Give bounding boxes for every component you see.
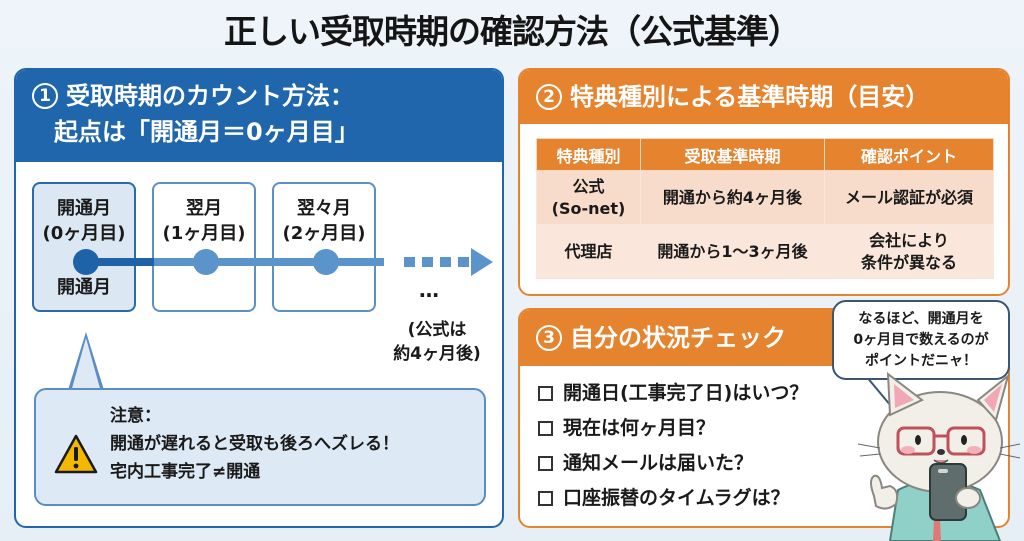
timeline-arrow-icon — [471, 248, 493, 276]
section-2-title: 特典種別による基準時期（目安） — [570, 83, 930, 111]
checkbox-icon[interactable] — [538, 421, 553, 436]
caution-text: 注意： 開通が遅れると受取も後ろへズレる！ 宅内工事完了≠開通 — [110, 402, 399, 486]
timeline-month-0: 開通月 (0ヶ月目) 開通月 — [32, 182, 136, 312]
timeline-ellipsis: … — [419, 278, 441, 302]
cell-line: 会社により — [869, 230, 949, 250]
checklist-label: 開通日(工事完了日)はいつ？ — [563, 382, 809, 404]
caution-heading: 注意： — [110, 406, 161, 426]
speech-line1: なるほど、開通月を — [858, 311, 984, 327]
page-title: 正しい受取時期の確認方法（公式基準） — [224, 12, 801, 51]
checklist-label: 通知メールは届いた？ — [563, 452, 754, 474]
caution-line1: 開通が遅れると受取も後ろへズレる！ — [110, 434, 399, 454]
checkbox-icon[interactable] — [538, 386, 553, 401]
timeline-month-2: 翌々月 (2ヶ月目) — [272, 182, 376, 312]
checkbox-icon[interactable] — [538, 491, 553, 506]
benefit-timing-table: 特典種別 受取基準時期 確認ポイント 公式 (So-net) 開通から約4ヶ月後… — [536, 138, 994, 279]
caution-pointer-fill — [71, 338, 101, 392]
timeline-dot-2 — [313, 249, 339, 275]
month-label: 翌々月 — [297, 198, 351, 219]
section-1-header: 1 受取時期のカウント方法： 起点は「開通月＝0ヶ月目」 — [16, 70, 502, 162]
official-note-line2: 約4ヶ月後) — [393, 344, 481, 364]
table-header: 確認ポイント — [824, 138, 994, 171]
month-sub: (0ヶ月目) — [42, 223, 126, 244]
timeline-line-start — [84, 258, 154, 266]
speech-line3: ポイントだニャ！ — [865, 353, 977, 369]
table-header: 受取基準時期 — [640, 138, 825, 171]
circled-number-2: 2 — [536, 84, 562, 110]
warning-icon — [54, 434, 98, 474]
checklist-item[interactable]: 口座振替のタイムラグは？ — [538, 481, 808, 516]
month-sub: (2ヶ月目) — [282, 223, 366, 244]
caution-line2: 宅内工事完了≠開通 — [110, 462, 261, 482]
timeline-line — [84, 258, 384, 266]
section-1-title-line2: 起点は「開通月＝0ヶ月目」 — [54, 118, 359, 146]
status-checklist: 開通日(工事完了日)はいつ？ 現在は何ヶ月目？ 通知メールは届いた？ 口座振替の… — [538, 376, 808, 516]
table-header-row: 特典種別 受取基準時期 確認ポイント — [536, 138, 994, 171]
caution-box: 注意： 開通が遅れると受取も後ろへズレる！ 宅内工事完了≠開通 — [34, 388, 486, 506]
section-1-title-line1: 受取時期のカウント方法： — [66, 82, 354, 110]
cell-line: 条件が異なる — [860, 252, 957, 272]
cell-line: 公式 — [572, 176, 605, 196]
timeline-dash — [458, 257, 469, 267]
timeline-month-1: 翌月 (1ヶ月目) — [152, 182, 256, 312]
table-cell-type: 代理店 — [536, 224, 641, 279]
checklist-item[interactable]: 開通日(工事完了日)はいつ？ — [538, 376, 808, 411]
timeline-dash — [404, 257, 415, 267]
official-note-line1: (公式は — [407, 320, 467, 340]
month-sub: (1ヶ月目) — [162, 223, 246, 244]
timeline-dash — [422, 257, 433, 267]
checklist-label: 口座振替のタイムラグは？ — [563, 487, 790, 509]
table-cell-timing: 開通から1〜3ヶ月後 — [640, 224, 825, 279]
table-cell-point: メール認証が必須 — [824, 170, 994, 225]
timeline-dot-1 — [193, 249, 219, 275]
month-label: 翌月 — [186, 198, 222, 219]
timeline-dash — [440, 257, 451, 267]
table-cell-type: 公式 (So-net) — [536, 170, 641, 225]
section-3-title: 自分の状況チェック — [570, 324, 786, 352]
month-bottom-label: 開通月 — [57, 277, 111, 298]
table-cell-timing: 開通から約4ヶ月後 — [640, 170, 825, 225]
circled-number-1: 1 — [32, 83, 58, 109]
checklist-label: 現在は何ヶ月目？ — [563, 417, 716, 439]
speech-bubble: なるほど、開通月を 0ヶ月目で数えるのが ポイントだニャ！ — [832, 300, 1010, 380]
checklist-item[interactable]: 通知メールは届いた？ — [538, 446, 808, 481]
circled-number-3: 3 — [536, 325, 562, 351]
section-count-method: 1 受取時期のカウント方法： 起点は「開通月＝0ヶ月目」 開通月 (0ヶ月目) 開… — [14, 68, 504, 528]
table-header: 特典種別 — [536, 138, 641, 171]
table-cell-point: 会社により 条件が異なる — [824, 224, 994, 279]
cat-mascot-icon — [857, 371, 1021, 541]
table-row: 代理店 開通から1〜3ヶ月後 会社により 条件が異なる — [536, 224, 994, 279]
checklist-item[interactable]: 現在は何ヶ月目？ — [538, 411, 808, 446]
speech-line2: 0ヶ月目で数えるのが — [853, 332, 989, 348]
month-label: 開通月 — [57, 198, 111, 219]
cell-line: (So-net) — [551, 198, 626, 218]
timeline-dot-0 — [73, 249, 99, 275]
table-row: 公式 (So-net) 開通から約4ヶ月後 メール認証が必須 — [536, 170, 994, 225]
official-timing-note: (公式は 約4ヶ月後) — [382, 318, 492, 366]
checkbox-icon[interactable] — [538, 456, 553, 471]
section-benefit-timing: 2 特典種別による基準時期（目安） 特典種別 受取基準時期 確認ポイント 公式 (… — [518, 68, 1010, 296]
section-2-header: 2 特典種別による基準時期（目安） — [520, 70, 1008, 124]
